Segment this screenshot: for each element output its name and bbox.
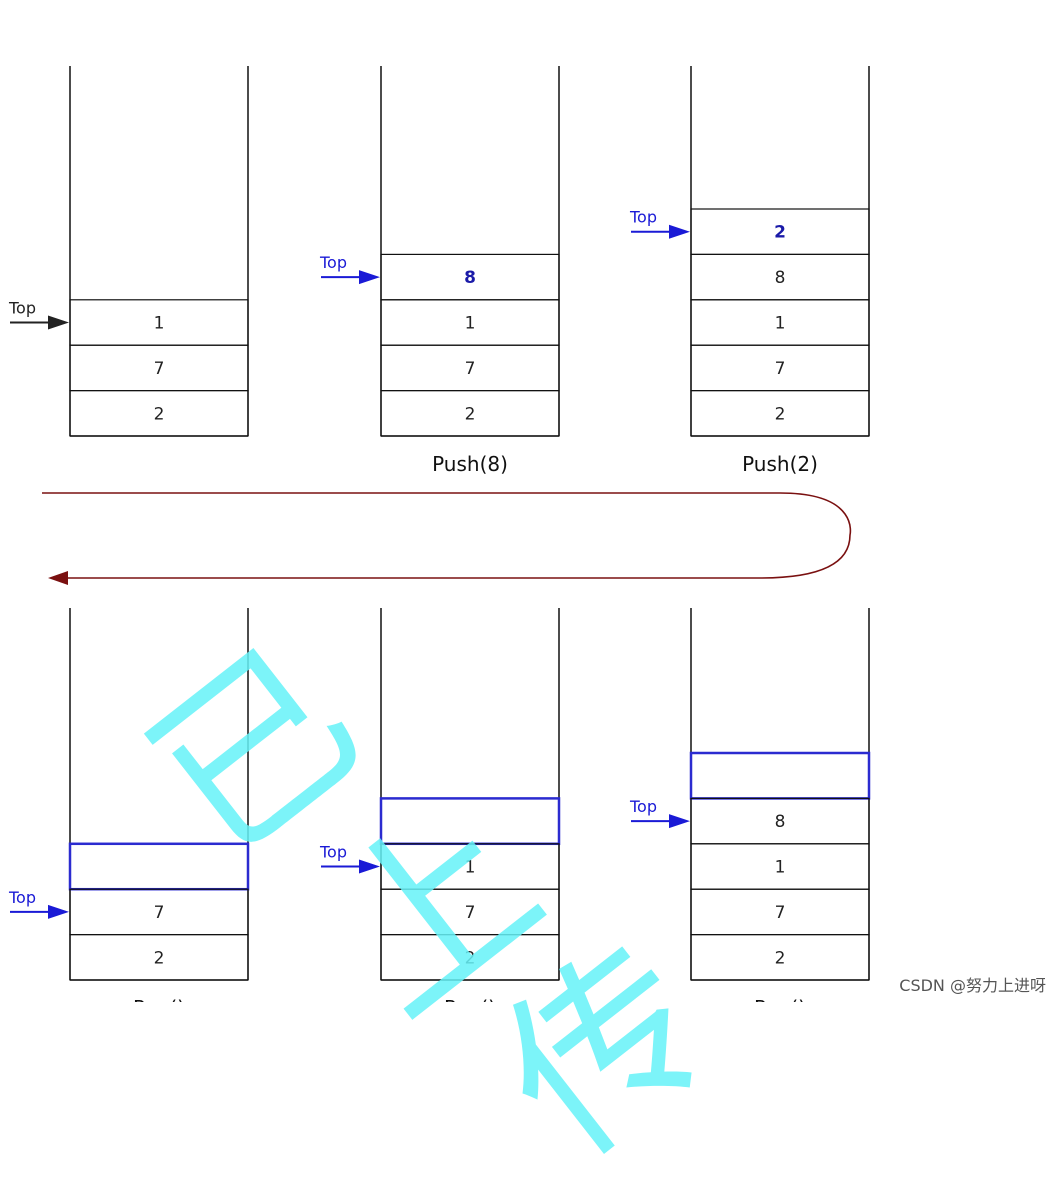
stack-cell-value: 1 bbox=[154, 314, 165, 334]
top-pointer-arrowhead bbox=[359, 270, 380, 285]
stack-cell-value: 1 bbox=[775, 314, 786, 334]
stack-cell-value: 8 bbox=[775, 812, 786, 832]
stack-caption: Push(2) bbox=[742, 452, 818, 476]
stack-cell-value: 2 bbox=[465, 948, 476, 968]
stack-caption: Pop() bbox=[133, 996, 185, 1002]
stack-cell bbox=[690, 390, 870, 437]
top-pointer-label: Top bbox=[629, 208, 657, 227]
stack-cell bbox=[380, 933, 560, 981]
stack-caption: Push(8) bbox=[432, 452, 508, 476]
stack-cell-value: 7 bbox=[465, 903, 476, 923]
stack-cell-value: 8 bbox=[464, 268, 476, 288]
stack-cell-value: 8 bbox=[775, 268, 786, 288]
top-pointer-label: Top bbox=[8, 299, 36, 318]
stack-1: 1 7 2 Top bbox=[8, 66, 249, 437]
stack-cell bbox=[380, 390, 560, 437]
stack-cell-value: 2 bbox=[154, 948, 165, 968]
stack-cell bbox=[69, 390, 249, 437]
flow-arrow bbox=[42, 492, 852, 579]
stack-cell-value: 2 bbox=[154, 404, 165, 424]
top-pointer-arrowhead bbox=[48, 315, 69, 330]
stack-cell-value: 1 bbox=[465, 314, 476, 334]
stack-6: 8 1 7 2 TopPop() bbox=[629, 608, 871, 1002]
stack-cell bbox=[690, 933, 870, 981]
stack-cell-value: 7 bbox=[775, 359, 786, 379]
top-pointer-arrowhead bbox=[359, 859, 380, 874]
stack-cell-value: 2 bbox=[775, 948, 786, 968]
top-pointer-label: Top bbox=[8, 888, 36, 907]
stack-cell-value: 2 bbox=[465, 404, 476, 424]
top-pointer-label: Top bbox=[629, 797, 657, 816]
stack-diagram: 172Top8172TopPush(8)28172TopPush(2)72Top… bbox=[8, 66, 871, 1002]
stack-cell-value: 7 bbox=[775, 903, 786, 923]
stack-cell-value: 1 bbox=[775, 858, 786, 878]
stack-cell-value: 2 bbox=[775, 404, 786, 424]
top-pointer-label: Top bbox=[319, 843, 347, 862]
top-pointer-label: Top bbox=[319, 253, 347, 272]
stack-5: 1 7 2 TopPop() bbox=[319, 608, 561, 1002]
stack-cell-value: 7 bbox=[154, 359, 165, 379]
popped-slot bbox=[689, 751, 871, 800]
stack-cell-value: 7 bbox=[154, 903, 165, 923]
stack-cell-value: 2 bbox=[774, 223, 786, 243]
flow-arrowhead bbox=[48, 571, 68, 585]
stack-4: 7 2 TopPop() bbox=[8, 608, 250, 1002]
top-pointer-arrowhead bbox=[669, 224, 690, 239]
stack-caption: Pop() bbox=[444, 996, 496, 1002]
stack-caption: Pop() bbox=[754, 996, 806, 1002]
credit-label: CSDN @努力上进呀 bbox=[897, 972, 1048, 996]
stack-cell-value: 1 bbox=[465, 858, 476, 878]
top-pointer-arrowhead bbox=[48, 904, 69, 919]
stack-cell bbox=[69, 933, 249, 981]
stack-cell-value: 7 bbox=[465, 359, 476, 379]
top-pointer-arrowhead bbox=[669, 814, 690, 829]
